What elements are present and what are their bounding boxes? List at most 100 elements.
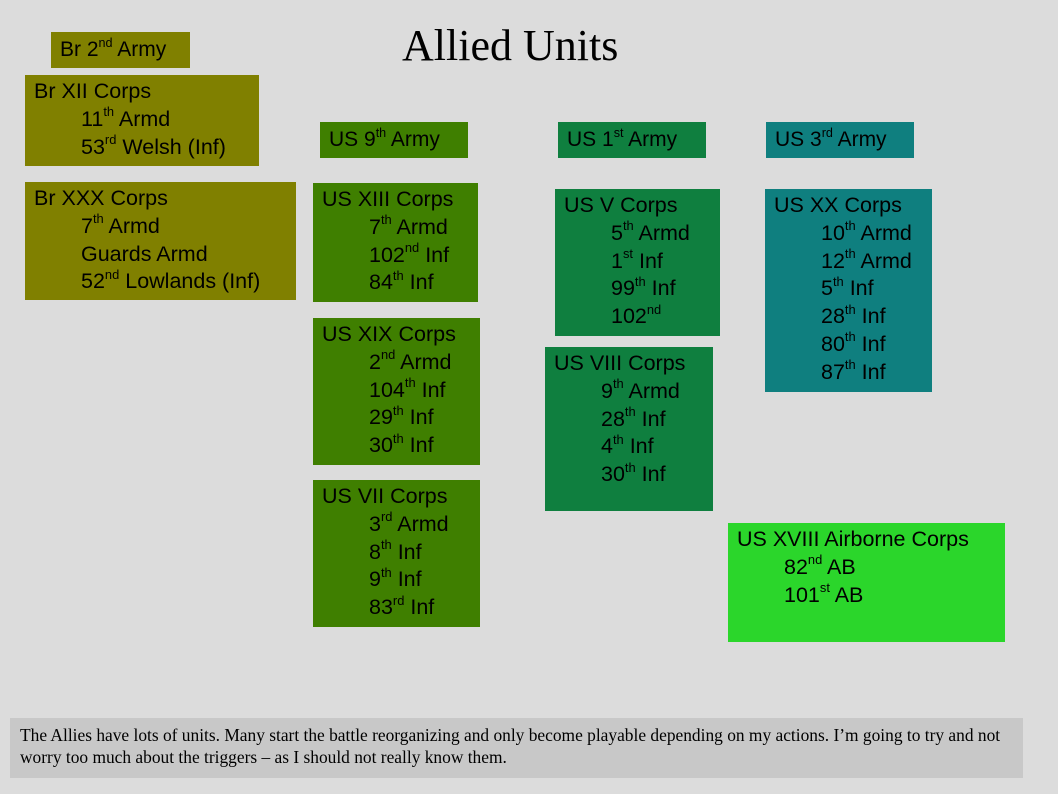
army-label-number: US 1 [567, 128, 614, 151]
division-type: Inf [855, 331, 886, 356]
division-item: 30th Inf [554, 461, 713, 489]
division-item: 84th Inf [322, 269, 478, 297]
corps-name: US XX Corps [774, 193, 902, 217]
division-item: 12th Armd [774, 245, 932, 276]
corps-name: US V Corps [564, 193, 678, 217]
division-type: Inf [635, 462, 666, 487]
division-number: 101 [784, 582, 820, 607]
division-ordinal-suffix: st [819, 579, 830, 595]
division-type: Welsh (Inf) [116, 134, 226, 159]
division-item: 80th Inf [774, 330, 932, 359]
division-ordinal-suffix: rd [104, 131, 117, 147]
corps-name: US XIII Corps [322, 187, 454, 211]
division-number: 84 [369, 270, 393, 295]
corps-name: US VII Corps [322, 484, 448, 508]
division-number: 102 [611, 304, 647, 329]
army-label-type: Army [112, 38, 167, 61]
division-type: Inf [403, 270, 434, 295]
division-ordinal-suffix: th [612, 431, 624, 447]
division-ordinal-suffix: th [392, 267, 404, 283]
corps-name: US XIX Corps [322, 322, 456, 346]
division-ordinal-suffix: nd [104, 266, 120, 282]
division-item: 11th Armd [34, 104, 259, 134]
division-ordinal-suffix: th [622, 218, 634, 234]
division-type: Armd [633, 220, 690, 245]
division-ordinal-suffix: th [624, 459, 636, 475]
division-number: 9 [601, 378, 613, 403]
division-number: 29 [369, 405, 393, 430]
division-number: 1 [611, 248, 623, 273]
army-us-1st: US 1st Army [558, 122, 706, 158]
division-ordinal-suffix: nd [404, 239, 420, 255]
army-label-ordinal-suffix: rd [821, 125, 833, 140]
division-item: 5th Armd [564, 218, 720, 248]
division-type: Armd [391, 214, 448, 239]
division-item: 1st Inf [564, 247, 720, 276]
division-number: 5 [821, 276, 833, 301]
division-item: 5th Inf [774, 275, 932, 303]
army-label-ordinal-suffix: th [375, 125, 387, 140]
division-ordinal-suffix: th [844, 218, 856, 234]
division-type: Inf [645, 276, 676, 301]
division-ordinal-suffix: th [634, 273, 646, 289]
division-type: Armd [392, 511, 449, 536]
division-type: Armd [855, 220, 912, 245]
division-item: 9th Armd [554, 377, 713, 406]
army-label-ordinal-suffix: st [613, 125, 624, 140]
division-item: 102nd Inf [322, 239, 478, 270]
division-number: 28 [821, 304, 845, 329]
division-item: 9th Inf [322, 566, 480, 594]
division-ordinal-suffix: th [380, 536, 392, 552]
division-ordinal-suffix: th [392, 430, 404, 446]
division-type: AB [822, 554, 856, 579]
division-number: 30 [369, 433, 393, 458]
division-number: 12 [821, 248, 845, 273]
division-item: 7th Armd [322, 213, 478, 242]
army-label-number: US 9 [329, 128, 376, 151]
army-br-2nd: Br 2nd Army [51, 32, 190, 68]
division-ordinal-suffix: th [392, 402, 404, 418]
division-number: 102 [369, 242, 405, 267]
division-ordinal-suffix: th [404, 374, 416, 390]
division-ordinal-suffix: th [380, 564, 392, 580]
division-item: 52nd Lowlands (Inf) [34, 268, 296, 296]
division-item: 101st AB [737, 579, 1005, 610]
division-ordinal-suffix: th [103, 104, 115, 120]
division-type: Inf [415, 377, 446, 402]
division-number: 11 [81, 106, 104, 131]
division-ordinal-suffix: th [844, 245, 856, 261]
division-number: 28 [601, 406, 625, 431]
division-item: Guards Armd [34, 241, 296, 269]
division-item: 99th Inf [564, 275, 720, 303]
division-item: 4th Inf [554, 433, 713, 461]
division-number: 2 [369, 349, 381, 374]
division-item: 29th Inf [322, 404, 480, 432]
division-item: 3rd Armd [322, 510, 480, 539]
division-item: 83rd Inf [322, 594, 480, 622]
division-item: 82nd AB [737, 553, 1005, 582]
division-item: 87th Inf [774, 358, 932, 387]
corps-name: US XVIII Airborne Corps [737, 527, 969, 551]
division-ordinal-suffix: nd [646, 301, 662, 317]
division-number: 3 [369, 511, 381, 536]
division-number: 5 [611, 220, 623, 245]
division-type: Inf [623, 434, 654, 459]
division-number: 9 [369, 567, 381, 592]
corps-name: US VIII Corps [554, 351, 686, 375]
division-number: 99 [611, 276, 635, 301]
division-type: Armd [623, 378, 680, 403]
division-ordinal-suffix: th [92, 211, 104, 227]
army-label-type: Army [623, 128, 678, 151]
division-item: 53rd Welsh (Inf) [34, 131, 259, 162]
division-ordinal-suffix: th [844, 301, 856, 317]
division-type: Armd [103, 213, 160, 238]
division-number: Guards Armd [81, 241, 208, 266]
division-item: 104th Inf [322, 374, 480, 405]
division-type: Armd [395, 349, 452, 374]
